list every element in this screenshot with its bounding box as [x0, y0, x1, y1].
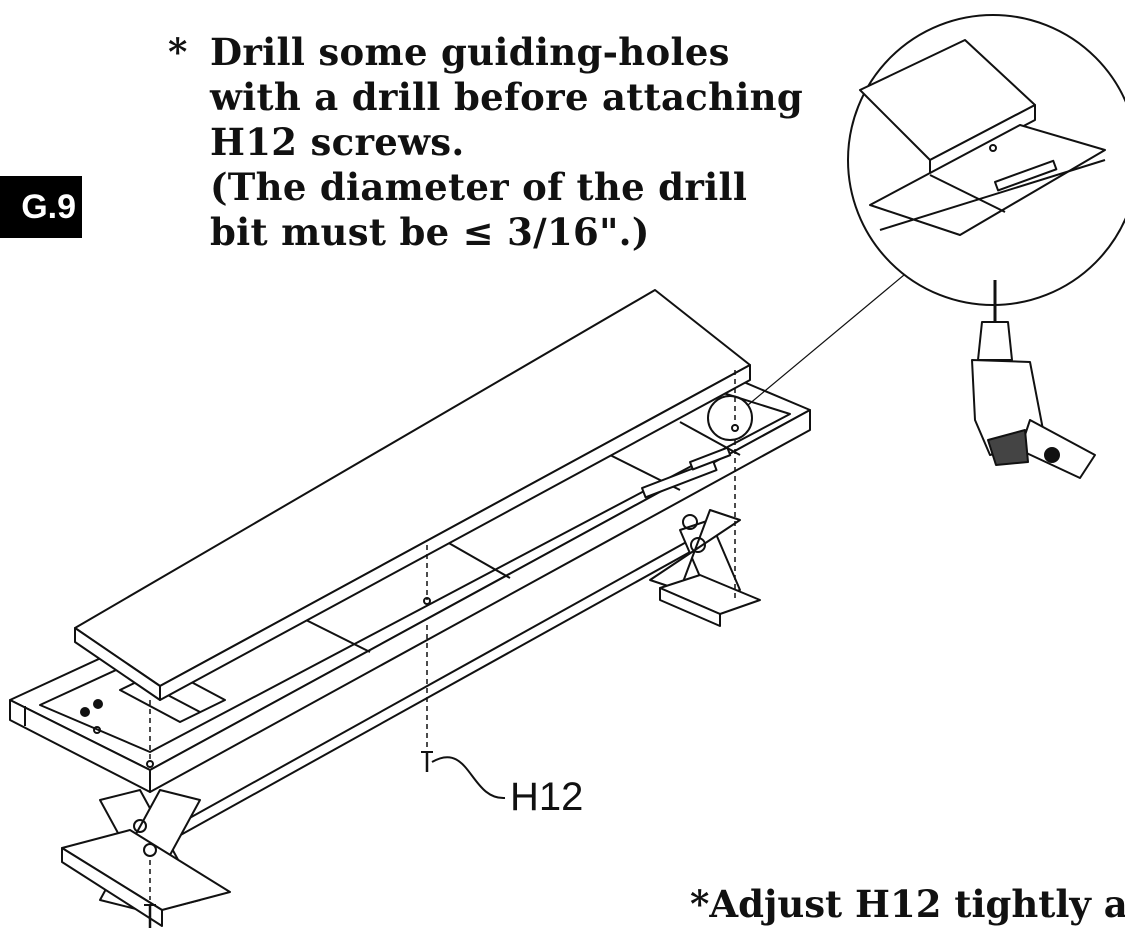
- drill-instruction-note: *Drill some guiding-holes with a drill b…: [168, 30, 803, 255]
- screw-icon: [144, 751, 433, 928]
- note-line-2: with a drill before attaching: [210, 75, 804, 119]
- adjust-instruction-note: *Adjust H12 tightly a: [690, 882, 1125, 927]
- note-line-1: *Drill some guiding-holes: [168, 30, 730, 74]
- h12-leader: [431, 756, 506, 800]
- note-bullet: *: [168, 30, 188, 74]
- figure-tab-label: G.9: [21, 188, 76, 226]
- note-line-4: (The diameter of the drill: [210, 165, 748, 209]
- note-line-3: H12 screws.: [210, 120, 465, 164]
- note-line-5: bit must be ≤ 3/16".): [210, 210, 650, 254]
- note2-bullet: *: [690, 882, 710, 926]
- right-leg: [649, 509, 761, 627]
- drill-icon: [971, 280, 1096, 479]
- stretcher-rod: [149, 539, 691, 853]
- seat-board: [74, 289, 751, 701]
- magnifier-callout: [707, 14, 1125, 441]
- left-leg: [61, 789, 231, 927]
- part-label-h12: H12: [510, 775, 584, 819]
- figure-tab: G.9: [0, 176, 82, 238]
- note2-text: Adjust H12 tightly a: [709, 882, 1125, 926]
